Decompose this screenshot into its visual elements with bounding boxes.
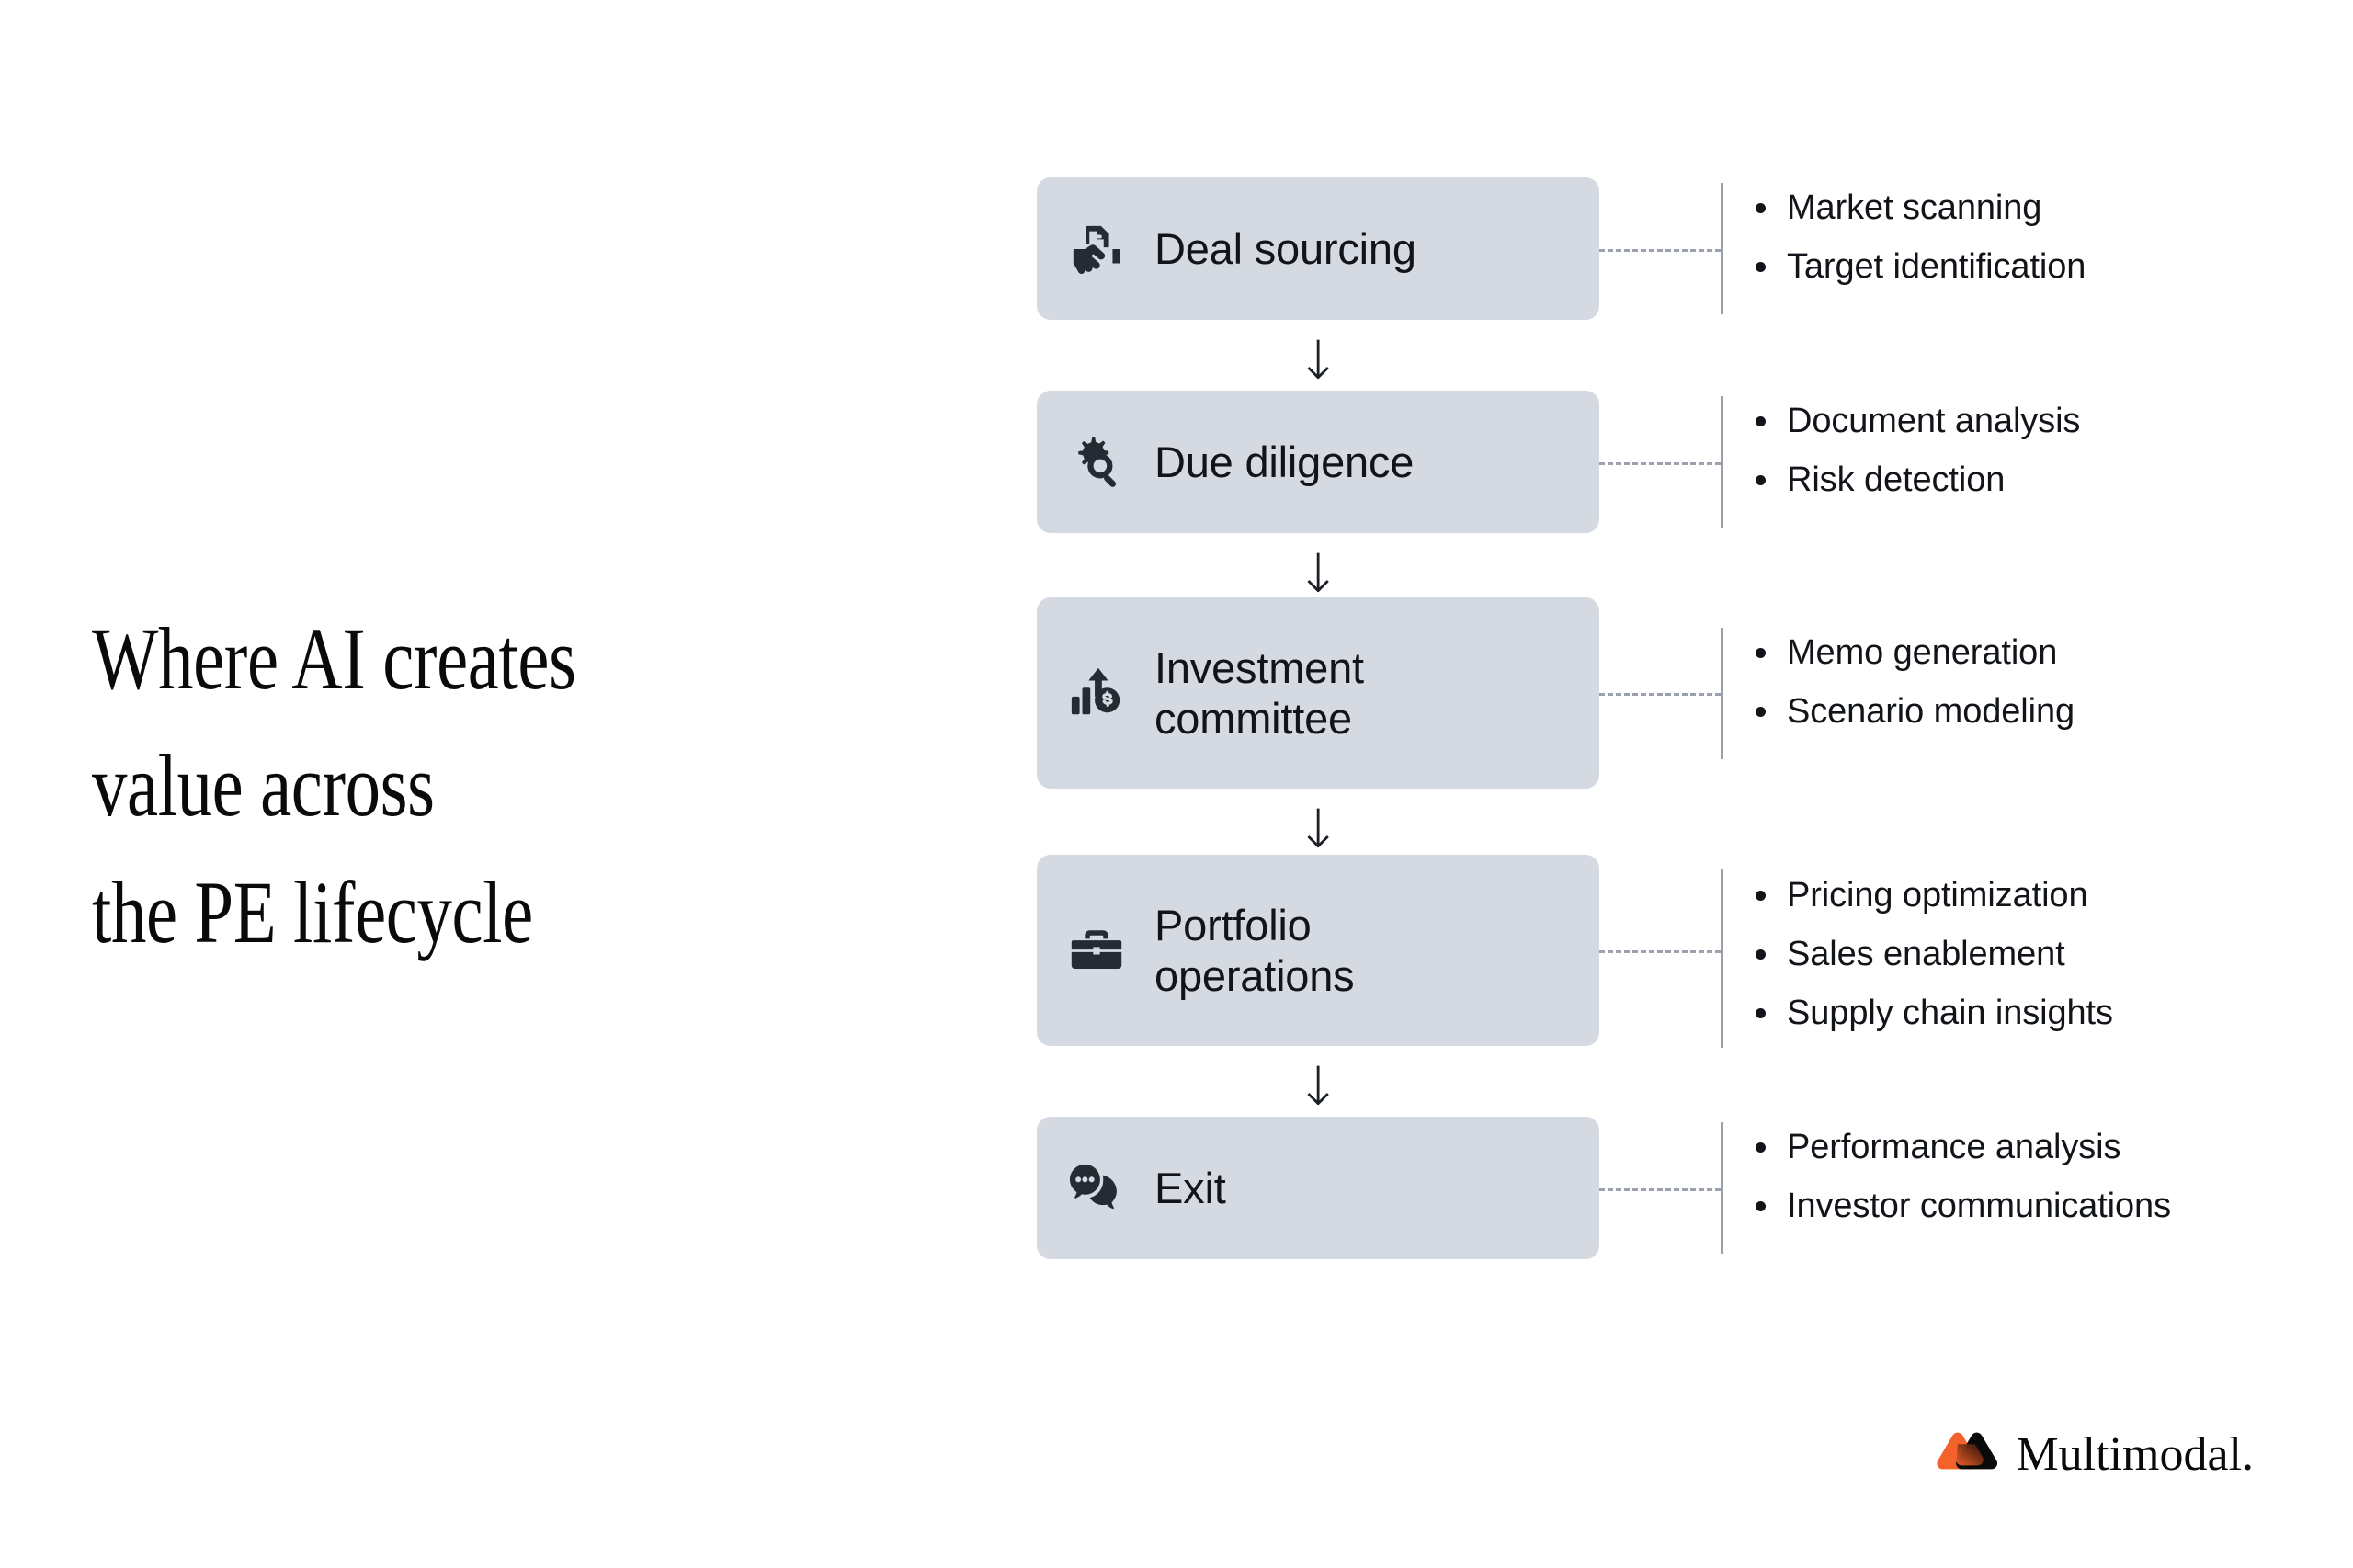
bullet-list-deal-sourcing: Market scanning Target identification	[1746, 190, 2086, 284]
handshake-document-icon	[1061, 213, 1132, 285]
page-title: Where AI creates value across the PE lif…	[92, 609, 576, 962]
arrow-down-icon-2: ↓	[1295, 542, 1341, 605]
connector-dashed-5	[1599, 1188, 1721, 1191]
arrow-down-icon-1: ↓	[1295, 329, 1341, 392]
list-item: Sales enablement	[1746, 937, 2113, 971]
pe-lifecycle-flow: Deal sourcing Market scanning Target ide…	[1037, 177, 2250, 1271]
list-item: Pricing optimization	[1746, 878, 2113, 913]
connector-rule-5	[1721, 1122, 1723, 1254]
connector-dashed-4	[1599, 950, 1721, 953]
multimodal-logo: Multimodal.	[1935, 1430, 2254, 1480]
connector-rule-2	[1721, 396, 1723, 528]
connector-dashed-2	[1599, 462, 1721, 465]
arrow-down-icon-3: ↓	[1295, 798, 1341, 860]
list-item: Investor communications	[1746, 1188, 2171, 1223]
arrow-down-icon-4: ↓	[1295, 1055, 1341, 1118]
stage-due-diligence[interactable]: Due diligence	[1037, 391, 1599, 533]
list-item: Supply chain insights	[1746, 995, 2113, 1030]
gear-magnifier-icon	[1061, 426, 1132, 498]
list-item: Risk detection	[1746, 462, 2080, 497]
stage-label: Exit	[1154, 1163, 1226, 1212]
multimodal-triangles-icon	[1937, 1432, 1998, 1470]
connector-dashed-1	[1599, 249, 1721, 252]
connector-rule-3	[1721, 628, 1723, 759]
chat-bubbles-icon	[1061, 1153, 1132, 1224]
list-item: Scenario modeling	[1746, 694, 2075, 729]
stage-label: Portfolio operations	[1154, 900, 1355, 1000]
stage-portfolio-operations[interactable]: Portfolio operations	[1037, 855, 1599, 1046]
list-item: Target identification	[1746, 249, 2086, 284]
connector-dashed-3	[1599, 693, 1721, 696]
bullet-list-investment-committee: Memo generation Scenario modeling	[1746, 635, 2075, 729]
stage-label: Deal sourcing	[1154, 223, 1416, 273]
list-item: Document analysis	[1746, 403, 2080, 438]
briefcase-icon	[1061, 915, 1132, 986]
bullet-list-portfolio-operations: Pricing optimization Sales enablement Su…	[1746, 878, 2113, 1030]
growth-chart-dollar-icon	[1061, 657, 1132, 729]
stage-deal-sourcing[interactable]: Deal sourcing	[1037, 177, 1599, 320]
logo-wordmark: Multimodal.	[2016, 1428, 2254, 1481]
stage-label: Investment committee	[1154, 642, 1364, 743]
stage-label: Due diligence	[1154, 437, 1415, 486]
connector-rule-4	[1721, 869, 1723, 1048]
connector-rule-1	[1721, 183, 1723, 314]
bullet-list-exit: Performance analysis Investor communicat…	[1746, 1130, 2171, 1223]
bullet-list-due-diligence: Document analysis Risk detection	[1746, 403, 2080, 497]
list-item: Memo generation	[1746, 635, 2075, 670]
stage-exit[interactable]: Exit	[1037, 1117, 1599, 1259]
list-item: Performance analysis	[1746, 1130, 2171, 1165]
list-item: Market scanning	[1746, 190, 2086, 225]
stage-investment-committee[interactable]: Investment committee	[1037, 597, 1599, 789]
